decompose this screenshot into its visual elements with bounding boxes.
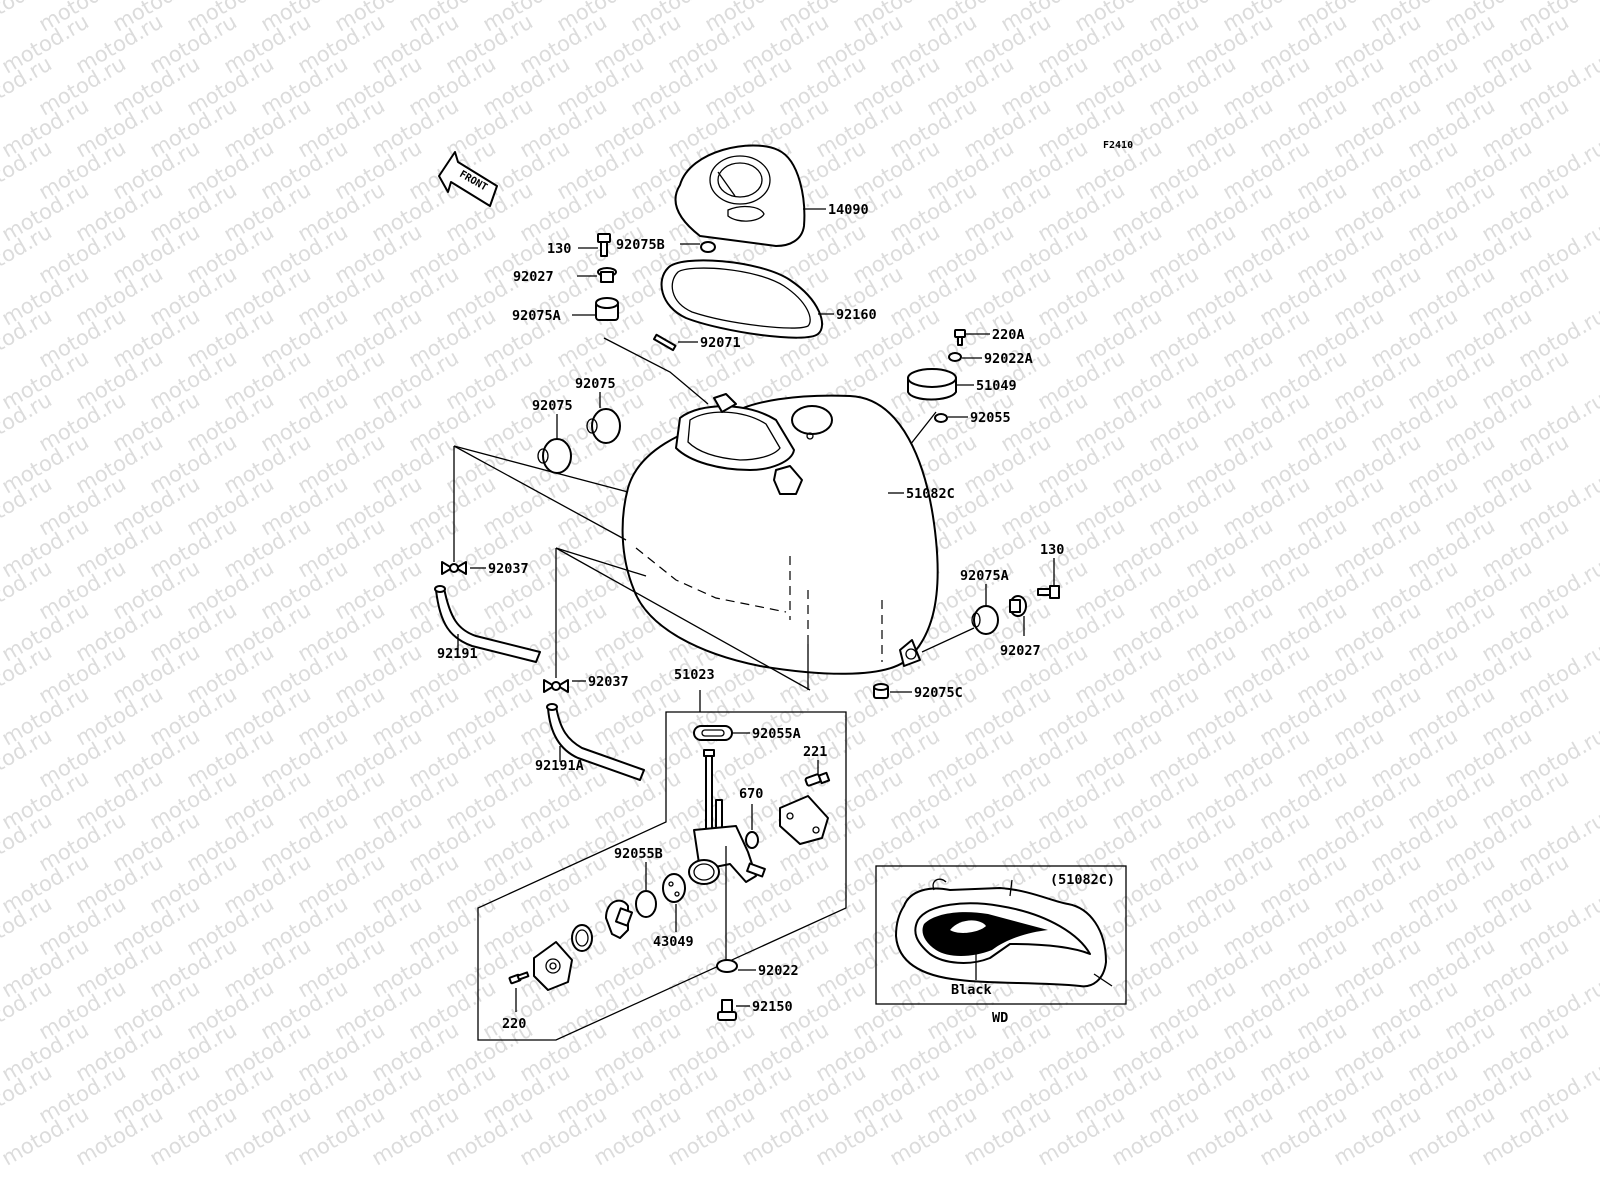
bolt-130-right-part — [1037, 585, 1060, 599]
hose-92191a-part — [546, 703, 645, 781]
callout-92075a-top: 92075A — [512, 308, 561, 324]
callout-221: 221 — [803, 744, 827, 760]
front-arrow-icon: FRONT — [438, 151, 498, 207]
callout-51023: 51023 — [674, 667, 715, 683]
fuel-tap-assembly-box — [477, 711, 847, 1041]
bolt-92150-part — [717, 999, 737, 1021]
callout-92150: 92150 — [752, 999, 793, 1015]
figure-code: F2410 — [1103, 140, 1133, 151]
callout-92075-upper: 92075 — [575, 376, 616, 392]
collar-92027-top-part — [597, 267, 617, 283]
diaphragm-43049-part — [662, 873, 686, 903]
callout-92075c: 92075C — [914, 685, 963, 701]
callout-92071: 92071 — [700, 335, 741, 351]
clamp-92037-upper-part — [441, 561, 467, 575]
color-variant-inset: (51082C) Black — [875, 865, 1127, 1005]
damper-92075-lower-part — [537, 438, 572, 474]
callout-130-top: 130 — [547, 241, 571, 257]
screw-221-part — [804, 771, 831, 787]
callout-14090: 14090 — [828, 202, 869, 218]
bolt-130-top-part — [597, 233, 611, 257]
tap-cover-plate-part — [779, 795, 829, 845]
inset-model-label: WD — [992, 1010, 1008, 1026]
callout-92055a: 92055A — [752, 726, 801, 742]
hose-92191-part — [434, 585, 541, 663]
callout-92022: 92022 — [758, 963, 799, 979]
o-ring-92055b-part — [635, 890, 657, 918]
damper-92075-upper-part — [586, 408, 621, 444]
callout-92027-top: 92027 — [513, 269, 554, 285]
o-ring-92055-part — [934, 413, 948, 423]
callout-92075b: 92075B — [616, 237, 665, 253]
fuel-tap-body-part — [688, 749, 766, 885]
tap-seal-part — [571, 924, 593, 952]
pin-92071-part — [652, 333, 677, 352]
dash-gasket-part — [660, 259, 823, 339]
callout-92160: 92160 — [836, 307, 877, 323]
clamp-92037-lower-part — [543, 679, 569, 693]
callout-51082c: 51082C — [906, 486, 955, 502]
dash-cover-part — [674, 144, 806, 247]
callout-92037-lower: 92037 — [588, 674, 629, 690]
damper-92075a-top-part — [595, 297, 619, 321]
fuel-tank-51082c-part — [621, 393, 939, 675]
callout-92075a-right: 92075A — [960, 568, 1009, 584]
callout-130-right: 130 — [1040, 542, 1064, 558]
fuel-cap-51049-part — [907, 368, 957, 401]
tap-mount-plate-part — [533, 941, 573, 991]
inset-ref-label: (51082C) — [1050, 872, 1115, 888]
damper-92075c-part — [873, 683, 889, 699]
tap-lever-part — [605, 899, 634, 939]
inset-color-label: Black — [951, 982, 992, 998]
collar-92027-right-part — [1009, 595, 1027, 617]
damper-92075a-right-part — [971, 605, 999, 635]
gasket-92055a-part — [693, 725, 733, 741]
callout-220: 220 — [502, 1016, 526, 1032]
o-ring-670-part — [745, 831, 759, 849]
callout-92075-lower: 92075 — [532, 398, 573, 414]
callout-92055: 92055 — [970, 410, 1011, 426]
callout-92037-upper: 92037 — [488, 561, 529, 577]
washer-92075b-part — [700, 241, 716, 253]
nut-92022a-part — [948, 352, 962, 362]
callout-220a: 220A — [992, 327, 1025, 343]
callout-92191: 92191 — [437, 646, 478, 662]
callout-92022a: 92022A — [984, 351, 1033, 367]
washer-92022-part — [716, 959, 738, 973]
screw-220a-part — [954, 329, 966, 346]
callout-92055b: 92055B — [614, 846, 663, 862]
callout-92027-right: 92027 — [1000, 643, 1041, 659]
callout-43049: 43049 — [653, 934, 694, 950]
callout-51049: 51049 — [976, 378, 1017, 394]
screw-220-part — [508, 971, 530, 985]
callout-670: 670 — [739, 786, 763, 802]
callout-92191a: 92191A — [535, 758, 584, 774]
